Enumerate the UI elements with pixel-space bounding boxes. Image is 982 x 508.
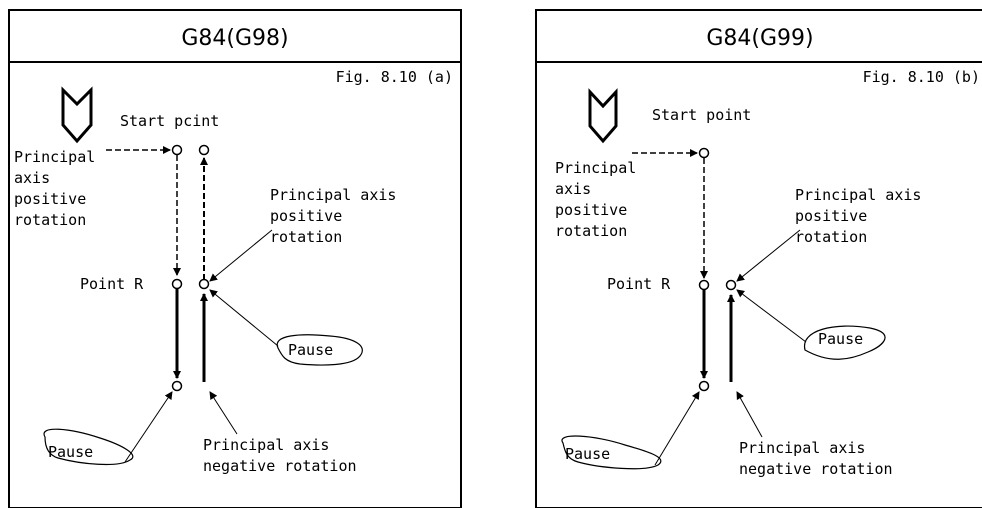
pause-right-bubble — [276, 334, 363, 366]
tool-icon — [61, 86, 93, 144]
right-rotation-pointer — [736, 229, 801, 282]
panel-frame — [8, 9, 462, 508]
return-point-marker — [198, 144, 210, 156]
negative-rotation-label: Principal axis negative rotation — [739, 439, 893, 478]
figure-number: Fig. 8.10 (a) — [336, 68, 453, 86]
point-r-label: Point R — [607, 275, 671, 293]
right-rotation-label: Principal axis positive rotation — [795, 186, 930, 246]
point-r-return-marker — [725, 279, 737, 291]
negative-rotation-label: Principal axis negative rotation — [203, 436, 357, 475]
negative-rotation-pointer — [209, 391, 238, 435]
bottom-point-marker — [698, 380, 710, 392]
right-rotation-pointer — [209, 229, 273, 282]
start-point-label: Start pcint — [120, 112, 219, 130]
pause-right-label: Pause — [288, 341, 333, 359]
left-rotation-label: Principal axis positive rotation — [14, 148, 104, 229]
start-point-marker — [698, 147, 710, 159]
left-rotation-label: Principal axis positive rotation — [555, 159, 645, 240]
pause-right-pointer — [736, 289, 807, 343]
start-point-label: Start point — [652, 106, 751, 124]
start-point-marker — [171, 144, 183, 156]
pause-left-bubble — [561, 435, 662, 470]
pause-right-bubble — [804, 325, 886, 360]
pause-right-label: Pause — [818, 330, 863, 348]
pause-left-label: Pause — [565, 445, 610, 463]
panel-g99: G84(G99) Fig. 8.10 (b) Start point Princ… — [535, 9, 982, 508]
pause-left-bubble — [43, 428, 134, 466]
pause-left-label: Pause — [48, 443, 93, 461]
tool-icon — [588, 88, 618, 144]
negative-rotation-pointer — [736, 391, 763, 438]
figure-number: Fig. 8.10 (b) — [863, 68, 980, 86]
panel-g98: G84(G98) Fig. 8.10 (a) Start pcint Princ… — [8, 9, 462, 508]
panel-title: G84(G98) — [181, 26, 288, 51]
pause-left-pointer — [124, 391, 173, 463]
point-r-label: Point R — [80, 275, 144, 293]
pause-left-pointer — [654, 391, 700, 466]
panel-title: G84(G99) — [706, 26, 813, 51]
pause-right-pointer — [209, 289, 279, 347]
point-r-marker — [171, 278, 183, 290]
bottom-point-marker — [171, 380, 183, 392]
right-rotation-label: Principal axis positive rotation — [270, 186, 405, 246]
point-r-marker — [698, 279, 710, 291]
point-r-return-marker — [198, 278, 210, 290]
panel-frame — [535, 9, 982, 508]
